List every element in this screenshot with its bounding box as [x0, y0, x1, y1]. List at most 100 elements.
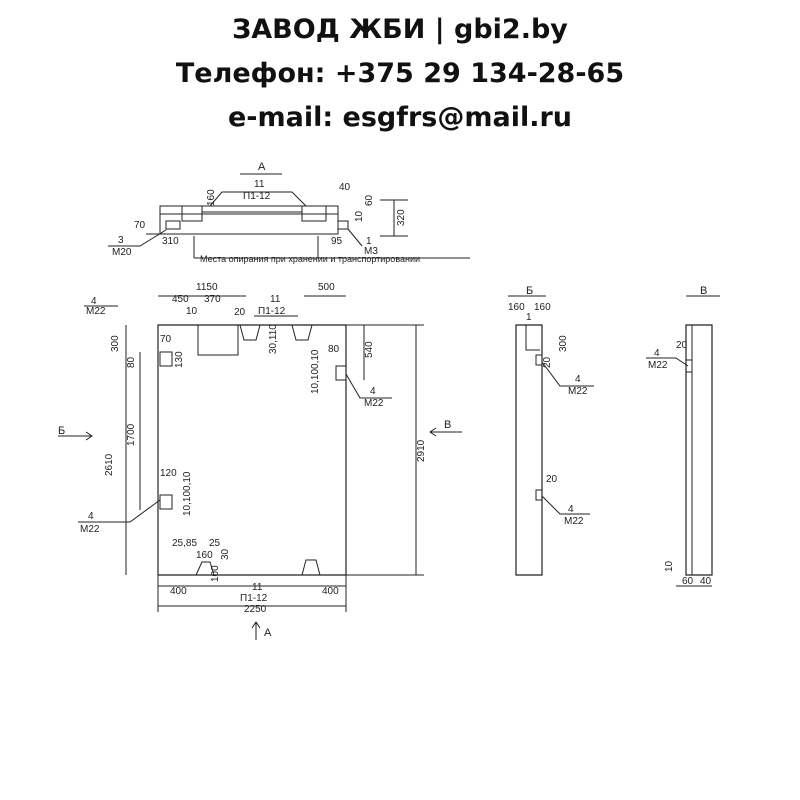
front-callout-m22b-leader	[78, 499, 161, 523]
top-dim-40: 40	[339, 182, 351, 193]
view-label-v: В	[700, 285, 707, 297]
side-v-insert	[685, 359, 693, 373]
front-callout-m22c-leader	[345, 373, 392, 399]
support-note: Места опирания при хранении и транспорти…	[200, 254, 420, 264]
front-top-notch-2	[291, 324, 313, 341]
side-view-v: В 20 4 М22 10 60 40	[646, 285, 720, 587]
side-v-dim-20: 20	[676, 340, 688, 351]
dim-20: 20	[234, 307, 246, 318]
side-b-callout-m4a: 4	[575, 374, 581, 385]
dim-400a: 400	[170, 586, 187, 597]
top-callout-m20-leader	[108, 229, 167, 247]
side-b-outline	[515, 324, 543, 576]
side-b-dim-300: 300	[558, 335, 569, 352]
dim-10-100-10-right: 10,100,10	[310, 349, 321, 394]
dim-10a: 10	[186, 306, 198, 317]
side-v-dim-10: 10	[664, 560, 675, 572]
view-label-b: Б	[526, 285, 533, 297]
front-bottom-notch-1	[195, 561, 215, 576]
dim-450: 450	[172, 294, 189, 305]
top-callout-m3-leader	[347, 228, 363, 247]
dim-25-85: 25,85	[172, 538, 197, 549]
dim-1700: 1700	[126, 423, 137, 446]
side-view-b: Б 160 160 1 300 20 4 М22 20 4 М22	[508, 285, 594, 576]
dim-30-110: 30,110	[268, 324, 279, 354]
dim-10-100-10: 10,100,10	[182, 471, 193, 516]
front-top-mark-p112: П1-12	[258, 306, 286, 317]
view-arrow-a-head	[251, 621, 261, 629]
side-b-insert-top	[535, 354, 543, 366]
dim-30: 30	[220, 548, 231, 560]
top-mark-p112: П1-12	[243, 191, 271, 202]
dim-120: 120	[160, 468, 177, 479]
side-b-callout-m4b: 4	[568, 504, 574, 515]
side-v-dim-60: 60	[682, 576, 694, 587]
front-callout-m4b: 4	[88, 511, 94, 522]
section-insert-right	[337, 220, 349, 230]
view-arrow-b-label: Б	[58, 425, 65, 437]
front-callout-m22b: М22	[80, 524, 100, 535]
side-v-outline	[685, 324, 713, 576]
front-callout-m4c: 4	[370, 386, 376, 397]
header-phone-line: Телефон: +375 29 134-28-65	[175, 58, 625, 89]
side-b-callout-m22b: М22	[564, 516, 584, 527]
dim-370: 370	[204, 294, 221, 305]
side-b-dim-1: 1	[526, 312, 532, 323]
front-top-notch-1	[239, 324, 261, 341]
top-mark-11: 11	[254, 179, 265, 190]
front-bottom-notch-2	[301, 559, 321, 576]
dim-80b: 80	[328, 344, 340, 355]
front-bottom-mark-p112: П1-12	[240, 593, 268, 604]
top-mark-leader	[209, 191, 307, 207]
dim-80: 80	[126, 356, 137, 368]
view-arrow-b-head	[85, 431, 93, 441]
dim-130: 130	[174, 351, 185, 368]
side-b-callout-m22a-leader	[541, 361, 594, 387]
side-b-dim-160a: 160	[508, 302, 525, 313]
side-b-callout-m22a: М22	[568, 386, 588, 397]
view-arrow-v-label: В	[444, 419, 451, 431]
dim-400b: 400	[322, 586, 339, 597]
side-b-dim-20b: 20	[546, 474, 558, 485]
dim-300: 300	[110, 335, 121, 352]
view-arrow-v-head	[429, 427, 437, 437]
front-top-mark-11: 11	[270, 294, 281, 305]
top-dim-60: 60	[364, 194, 375, 206]
top-callout-m3: М3	[364, 246, 378, 257]
section-body	[159, 205, 339, 235]
dim-500: 500	[318, 282, 335, 293]
top-dim-160: 160	[206, 189, 217, 206]
side-v-dim-40: 40	[700, 576, 712, 587]
dim-25: 25	[209, 538, 221, 549]
side-b-dim-160b: 160	[534, 302, 551, 313]
dim-1150: 1150	[196, 282, 218, 293]
section-insert-left	[165, 220, 181, 230]
front-callout-m22c: М22	[364, 398, 384, 409]
view-label-a: А	[258, 161, 266, 173]
header-email-line: e-mail: esgfrs@mail.ru	[227, 102, 573, 133]
header-factory-line: ЗАВОД ЖБИ | gbi2.by	[232, 14, 568, 45]
top-callout-1: 1	[366, 236, 372, 247]
top-dim-320: 320	[396, 209, 407, 226]
side-b-callout-m22b-leader	[541, 495, 590, 515]
dim-100: 100	[210, 565, 221, 582]
top-dim-10: 10	[354, 210, 365, 222]
side-v-callout-leader	[646, 357, 689, 367]
section-slot-right	[301, 205, 327, 222]
side-v-callout-m4: 4	[654, 348, 660, 359]
front-callout-m22a: М22	[86, 306, 106, 317]
front-callout-m4a: 4	[91, 296, 97, 307]
front-view: 1150 500 450 370 10 20 11 П1-12 4 М22 30…	[58, 282, 462, 640]
front-insert-right	[335, 365, 347, 381]
front-insert-bottom-left	[159, 494, 173, 510]
dim-540: 540	[364, 341, 375, 358]
side-v-callout-m22: М22	[648, 360, 668, 371]
side-b-step	[525, 325, 540, 351]
top-dim-95: 95	[331, 236, 343, 247]
dim-160: 160	[196, 550, 213, 561]
section-view-a: А 11 П1-12 160 40 60 10 320 70 310 95 3 …	[108, 161, 470, 264]
page-header: ЗАВОД ЖБИ | gbi2.by Телефон: +375 29 134…	[0, 0, 800, 140]
front-insert-top-left	[159, 351, 173, 367]
dim-2250: 2250	[244, 604, 267, 615]
